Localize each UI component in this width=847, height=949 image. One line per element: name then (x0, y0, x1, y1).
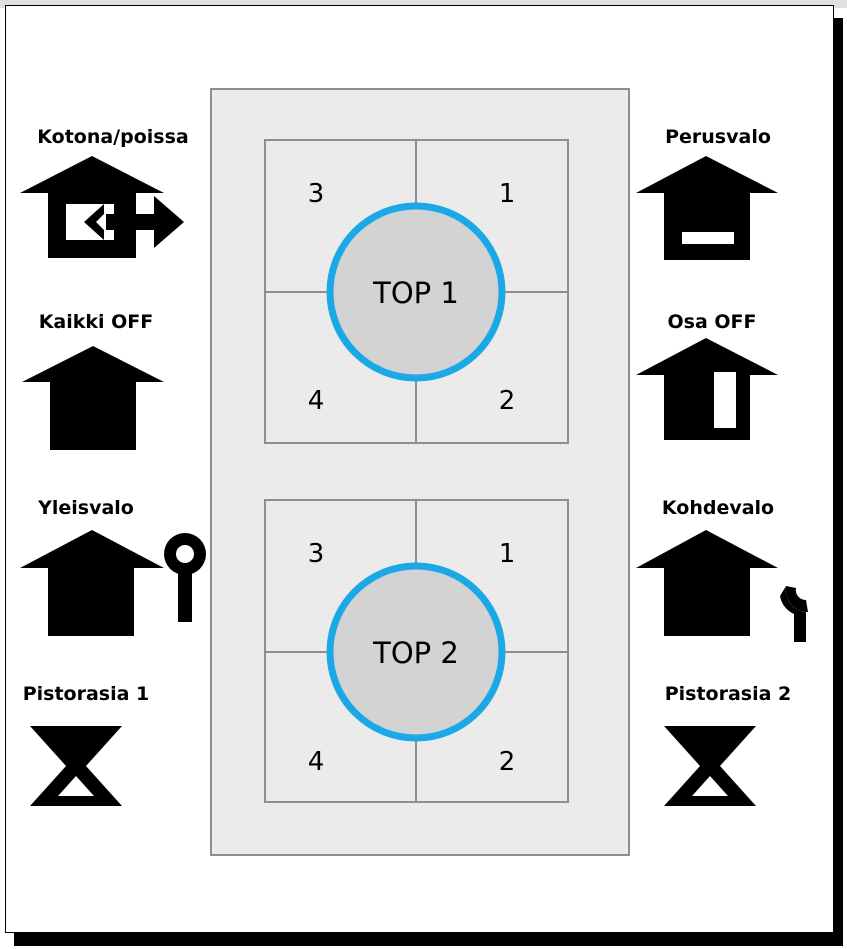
button-module-top-2: TOP 2 3 1 4 2 (264, 499, 569, 803)
center-button-top-1[interactable] (326, 202, 506, 382)
quadrant-label[interactable]: 1 (499, 179, 516, 209)
label-pistorasia-2: Pistorasia 2 (664, 683, 792, 705)
top-strip (0, 0, 847, 8)
label-kotona-poissa: Kotona/poissa (37, 126, 189, 148)
label-kaikki-off: Kaikki OFF (38, 311, 154, 333)
center-button-top-2[interactable] (326, 562, 506, 742)
center-button-label: TOP 1 (372, 276, 459, 310)
center-button-label: TOP 2 (372, 636, 459, 670)
label-perusvalo: Perusvalo (665, 126, 771, 148)
quadrant-label[interactable]: 2 (499, 386, 516, 416)
button-module-top-1: TOP 1 3 1 4 2 (264, 139, 569, 444)
quadrant-label[interactable]: 4 (308, 747, 325, 777)
quadrant-label[interactable]: 1 (499, 539, 516, 569)
quadrant-label[interactable]: 3 (308, 179, 325, 209)
label-osa-off: Osa OFF (667, 311, 757, 333)
quadrant-label[interactable]: 4 (308, 386, 325, 416)
label-kohdevalo: Kohdevalo (661, 497, 775, 519)
quadrant-label[interactable]: 2 (499, 747, 516, 777)
label-yleisvalo: Yleisvalo (38, 497, 134, 519)
label-pistorasia-1: Pistorasia 1 (22, 683, 150, 705)
quadrant-label[interactable]: 3 (308, 539, 325, 569)
